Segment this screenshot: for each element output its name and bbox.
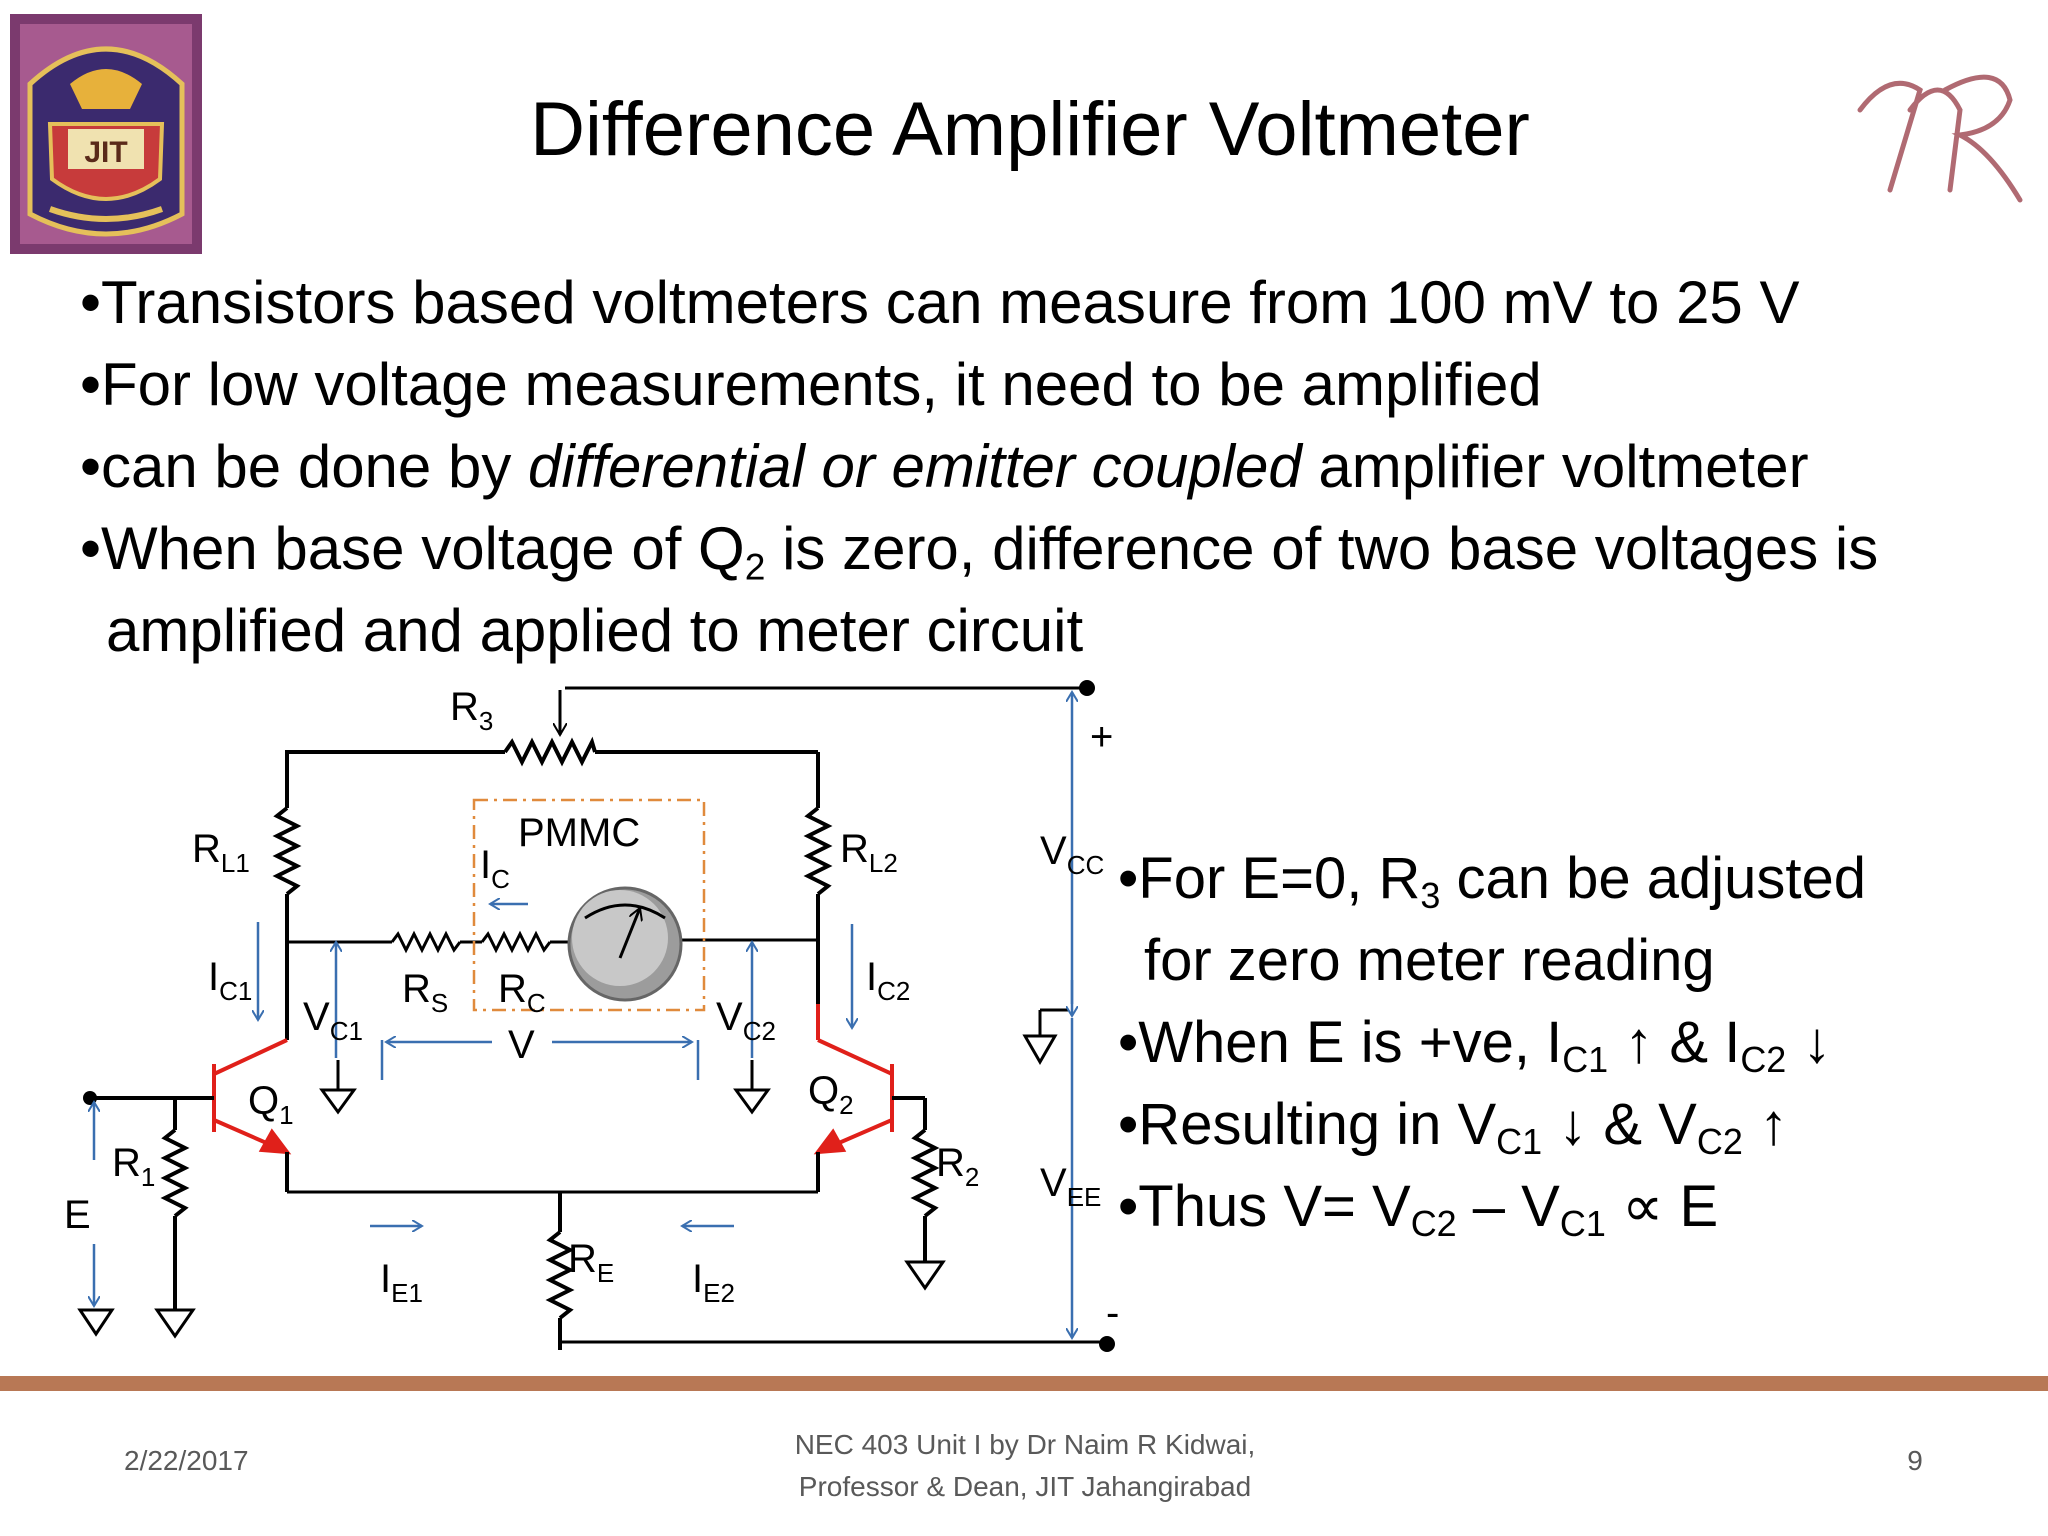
r2-resistor — [904, 1098, 946, 1291]
meter-branch — [383, 930, 688, 954]
right-branch — [688, 752, 833, 1004]
label-rl1: RL1 — [192, 827, 250, 878]
bullet-2: •For low voltage measurements, it need t… — [80, 351, 1542, 418]
r3-potentiometer — [503, 690, 597, 767]
pmmc-box — [472, 798, 706, 1012]
label-ic2: IC2 — [866, 955, 910, 1006]
label-r1: R1 — [112, 1141, 155, 1192]
footer-divider — [0, 1376, 2048, 1391]
vee-terminal — [1099, 1336, 1115, 1352]
bullet-4: •When base voltage of Q2 is zero, differ… — [80, 515, 1879, 588]
label-pmmc: PMMC — [518, 811, 640, 855]
label-re: RE — [568, 1237, 614, 1288]
signature-logo — [1850, 50, 2030, 210]
footer-credit-line2: Professor & Dean, JIT Jahangirabad — [798, 1471, 1252, 1502]
r1-resistor — [154, 1098, 196, 1339]
label-r3: R3 — [450, 685, 493, 736]
label-vc1: VC1 — [303, 995, 363, 1046]
label-v: V — [508, 1023, 535, 1067]
emitter-tail — [287, 1190, 818, 1350]
page-number: 9 — [1907, 1445, 1923, 1476]
main-bullets: •Transistors based voltmeters can measur… — [80, 262, 1878, 672]
label-rs: RS — [402, 967, 448, 1018]
side-bullet-1: •For E=0, R3 can be adjusted — [1118, 846, 1867, 917]
side-bullet-2: •When E is +ve, IC1 ↑ & IC2 ↓ — [1118, 1010, 1832, 1081]
blue-arrows — [94, 692, 1072, 1338]
label-vc2: VC2 — [716, 995, 776, 1046]
meter-icon — [567, 886, 683, 1002]
label-vee: VEE — [1040, 1161, 1101, 1212]
bullet-3: •can be done by differential or emitter … — [80, 433, 1809, 500]
label-ie2: IE2 — [692, 1257, 735, 1308]
transistor-q2 — [813, 1004, 894, 1155]
college-logo: JIT — [10, 14, 202, 254]
footer-credit: NEC 403 Unit I by Dr Naim R Kidwai, Prof… — [700, 1424, 1350, 1508]
side-bullet-1-cont: for zero meter reading — [1144, 928, 1715, 993]
diagram-labels: R3 RL1 RL2 PMMC IC RS RC V IC1 IC2 VC1 V… — [64, 685, 1119, 1335]
side-bullets: •For E=0, R3 can be adjusted for zero me… — [1118, 838, 1866, 1248]
side-bullet-4: •Thus V= VC2 – VC1 ∝ E — [1118, 1174, 1719, 1245]
label-ic: IC — [480, 843, 510, 894]
circuit-diagram: R3 RL1 RL2 PMMC IC RS RC V IC1 IC2 VC1 V… — [0, 660, 2048, 1380]
slide-title: Difference Amplifier Voltmeter — [530, 87, 1530, 172]
label-e: E — [64, 1193, 91, 1237]
supply-wires — [285, 686, 1107, 1344]
label-minus: - — [1106, 1291, 1119, 1335]
label-q1: Q1 — [248, 1079, 294, 1130]
left-branch — [272, 752, 383, 1040]
bullet-1: •Transistors based voltmeters can measur… — [80, 269, 1800, 336]
label-vcc: VCC — [1040, 829, 1104, 880]
transistor-q1 — [212, 1038, 292, 1155]
ground-symbols — [77, 1008, 1068, 1337]
label-plus: + — [1090, 715, 1113, 759]
vcc-terminal — [1079, 680, 1095, 696]
label-r2: R2 — [936, 1141, 979, 1192]
label-q2: Q2 — [808, 1069, 854, 1120]
label-ic1: IC1 — [208, 955, 252, 1006]
bullet-4-cont: amplified and applied to meter circuit — [106, 597, 1084, 664]
label-rc: RC — [498, 967, 546, 1018]
footer-credit-line1: NEC 403 Unit I by Dr Naim R Kidwai, — [794, 1429, 1256, 1460]
logo-text: JIT — [84, 136, 127, 169]
side-bullet-3: •Resulting in VC1 ↓ & VC2 ↑ — [1118, 1092, 1788, 1163]
label-ie1: IE1 — [380, 1257, 423, 1308]
footer-date: 2/22/2017 — [124, 1445, 249, 1476]
label-rl2: RL2 — [840, 827, 898, 878]
